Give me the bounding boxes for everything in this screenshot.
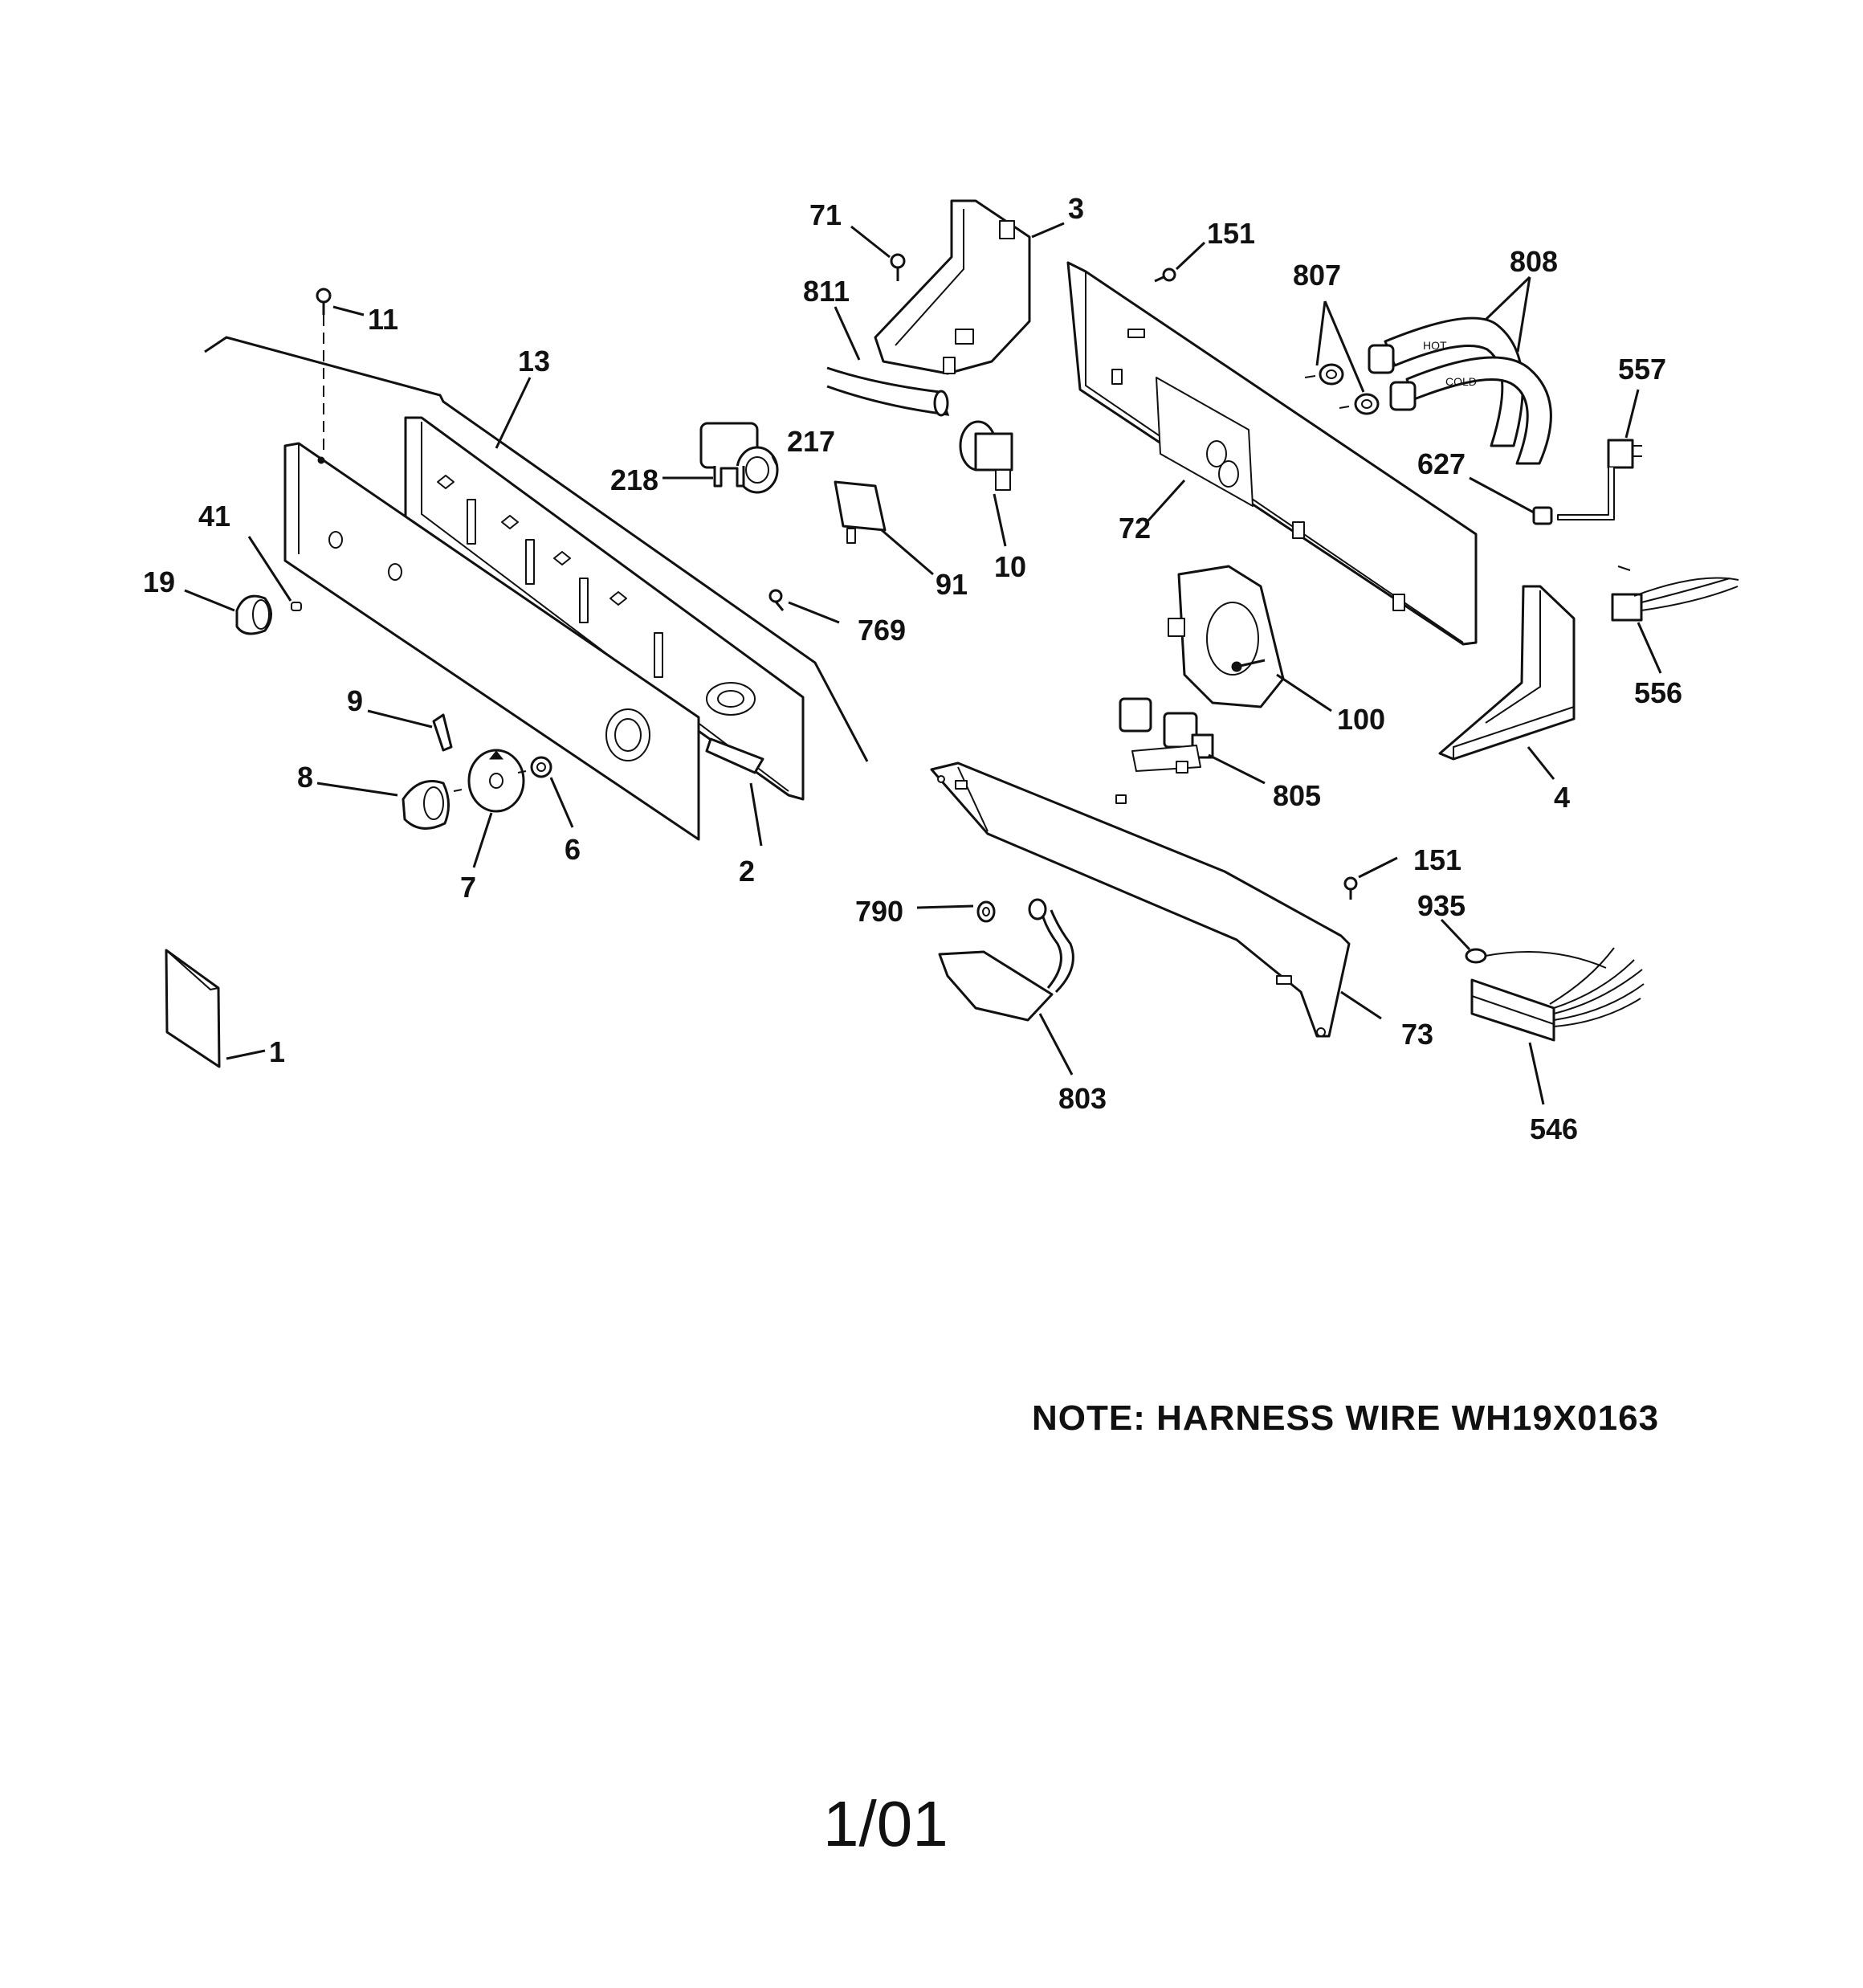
part-label-790: 790	[855, 895, 903, 928]
rear-panel-part-72	[1066, 261, 1478, 646]
spring-part-41	[291, 602, 302, 611]
part-label-546: 546	[1530, 1112, 1578, 1145]
part-label-13: 13	[518, 345, 550, 378]
timer-part-100	[1168, 565, 1285, 708]
clamp-part-790	[976, 900, 996, 923]
endcap-part-4	[1438, 585, 1576, 761]
clip-part-9	[432, 713, 453, 752]
part-label-10: 10	[994, 550, 1026, 583]
part-label-8: 8	[297, 761, 313, 794]
part-label-100: 100	[1337, 703, 1385, 736]
part-label-627: 627	[1417, 447, 1466, 480]
part-label-9: 9	[347, 684, 363, 717]
part-label-556: 556	[1634, 676, 1682, 709]
control-panel-part-2	[283, 442, 700, 841]
capacitor-part-217	[699, 422, 779, 494]
part-label-2: 2	[739, 855, 755, 888]
part-label-803: 803	[1058, 1082, 1107, 1115]
grommet-part-627	[1532, 506, 1553, 525]
knob-part-8	[402, 780, 450, 830]
part-label-935: 935	[1417, 889, 1466, 922]
part-label-557: 557	[1618, 353, 1666, 386]
part-label-217: 217	[787, 425, 835, 458]
wire-harness-part-546	[1470, 947, 1645, 1042]
part-label-807: 807	[1293, 259, 1341, 292]
part-label-151-bottom: 151	[1413, 843, 1461, 876]
part-label-73: 73	[1401, 1018, 1433, 1051]
switch-part-91	[834, 480, 887, 544]
part-label-4: 4	[1554, 781, 1570, 814]
part-label-1: 1	[269, 1035, 285, 1068]
hose-label-cold: COLD	[1445, 375, 1477, 388]
screw-part-151-bottom	[1343, 876, 1358, 900]
screw-part-151-top	[1154, 267, 1176, 283]
screw-part-769	[768, 589, 785, 611]
bracket-part-218	[713, 466, 745, 488]
part-label-151-top: 151	[1207, 217, 1255, 250]
hose-part-811	[826, 366, 950, 417]
leader-lines	[184, 222, 1662, 1105]
part-label-72: 72	[1119, 512, 1151, 545]
envelope-part-1	[165, 949, 221, 1068]
pressure-switch-part-10	[959, 420, 1013, 491]
thermistor-part-557	[1557, 439, 1642, 520]
part-label-71: 71	[809, 198, 842, 231]
part-label-218: 218	[610, 463, 658, 496]
hose-label-hot: HOT	[1423, 339, 1447, 352]
knob-part-19	[235, 594, 272, 635]
connector-part-935	[1465, 948, 1607, 969]
endcap-part-3	[874, 199, 1031, 375]
part-label-769: 769	[858, 614, 906, 647]
page-code: 1/01	[823, 1788, 948, 1859]
part-label-11: 11	[368, 303, 398, 336]
part-label-91: 91	[936, 568, 968, 601]
water-valve-part-805	[1119, 697, 1214, 774]
part-number-labels: 1 2 3 4 6 7 8 9 10 11 13 19 41 71 72 73 …	[143, 192, 1682, 1145]
part-label-6: 6	[565, 833, 581, 866]
harness-note: NOTE: HARNESS WIRE WH19X0163	[1032, 1398, 1659, 1438]
part-label-811: 811	[803, 275, 850, 308]
harness-part-803	[938, 898, 1074, 1022]
part-label-808: 808	[1510, 245, 1558, 278]
part-label-41: 41	[198, 500, 230, 533]
washer-part-807	[1304, 363, 1380, 415]
support-part-73	[930, 761, 1351, 1038]
part-label-19: 19	[143, 565, 175, 598]
backsplash-outline	[204, 336, 869, 762]
part-label-3: 3	[1068, 192, 1084, 225]
part-label-805: 805	[1273, 779, 1321, 812]
inlet-hose-part-808: HOT COLD	[1368, 316, 1552, 465]
bracket-part-13	[404, 416, 805, 801]
screw-part-71	[890, 253, 906, 281]
connector-part-556	[1611, 565, 1739, 622]
part-label-7: 7	[460, 871, 476, 904]
dial-part-7	[467, 749, 525, 813]
screw-part-11	[316, 288, 332, 451]
nut-part-6	[530, 756, 552, 778]
